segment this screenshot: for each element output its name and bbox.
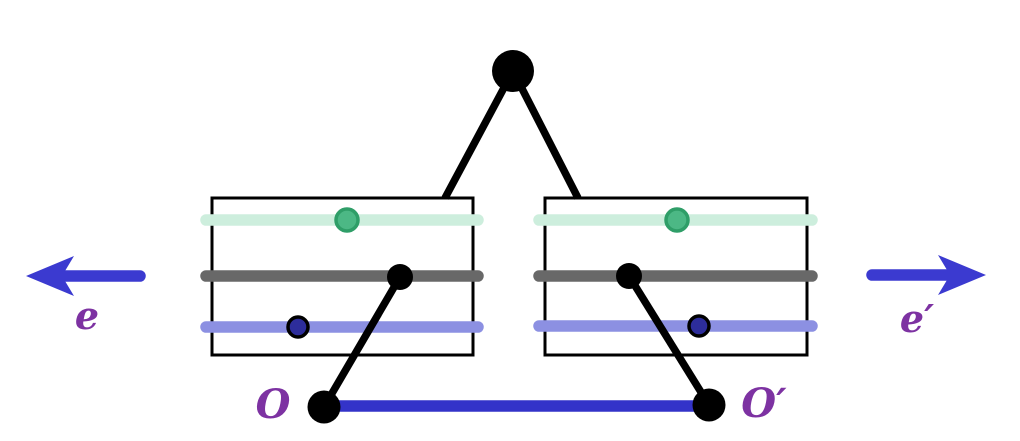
left-arrow: [26, 256, 146, 296]
apex-right-leg: [509, 69, 582, 200]
right-box-black-dot: [616, 263, 642, 289]
right-arrowhead-icon: [938, 255, 986, 295]
left-origin-dot: [307, 390, 341, 424]
right-green-dot: [664, 207, 690, 233]
right-arrow: [866, 255, 986, 295]
right-navy-dot: [687, 314, 711, 338]
apex-vertex-dot: [492, 50, 534, 92]
left-navy-dot: [286, 315, 310, 339]
right-origin-label: O′: [741, 380, 787, 427]
right-origin-dot: [692, 388, 726, 422]
left-green-dot: [334, 207, 360, 233]
apex-left-leg: [441, 69, 517, 200]
right-arrow-label: e′: [900, 296, 934, 341]
left-origin-label: O: [256, 381, 291, 428]
left-box-black-dot: [387, 264, 413, 290]
left-arrow-label: e: [75, 293, 99, 338]
left-arrowhead-icon: [26, 256, 74, 296]
right-diagonal-segment: [625, 274, 713, 407]
left-diagonal-segment: [320, 275, 404, 409]
